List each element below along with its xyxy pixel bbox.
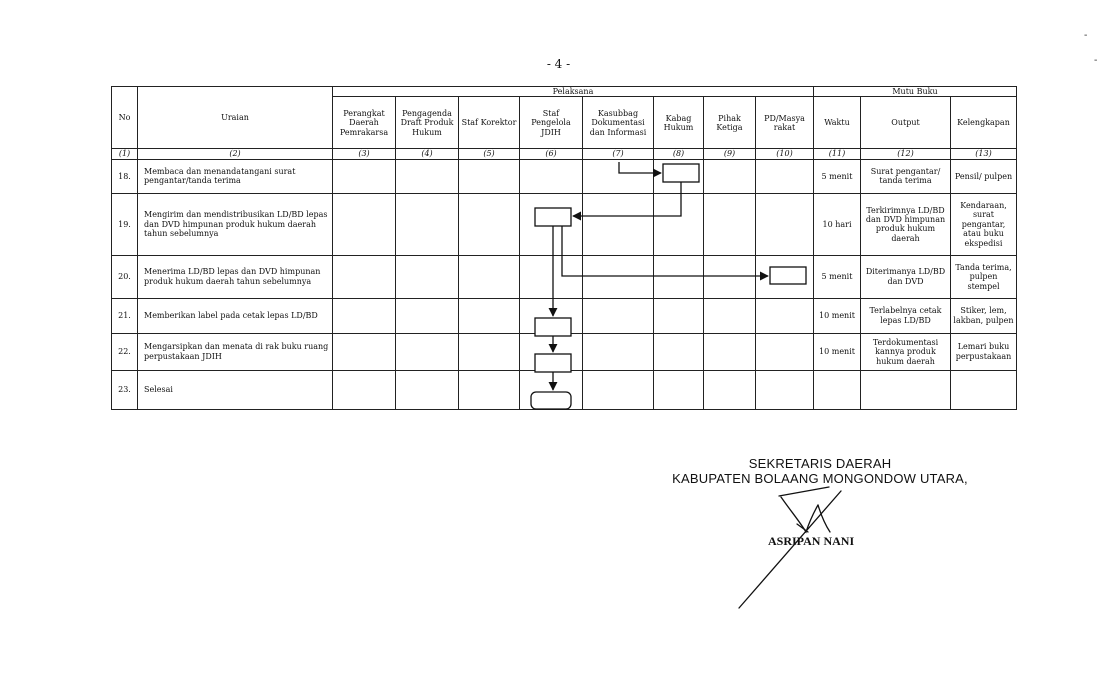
row-number: 19. <box>111 192 138 256</box>
table-row: 20. Menerima LD/BD lepas dan DVD himpuna… <box>111 254 1017 299</box>
col-index: (1) <box>111 148 138 160</box>
table-row: 21. Memberikan label pada cetak lepas LD… <box>111 297 1017 334</box>
row-time: 10 menit <box>813 332 861 371</box>
row-output <box>860 369 951 410</box>
col-index: (7) <box>582 148 654 160</box>
row-number: 21. <box>111 297 138 334</box>
col-header: Pihak Ketiga <box>703 96 756 150</box>
row-output: Surat pengantar/ tanda terima <box>860 158 951 194</box>
row-equipment: Pensil/ pulpen <box>950 158 1017 194</box>
table-row: 18. Membaca dan menandatangani surat pen… <box>111 158 1017 194</box>
col-index: (12) <box>860 148 951 160</box>
col-index: (9) <box>703 148 756 160</box>
corner-mark: - <box>1084 30 1088 41</box>
col-header: Staf Korektor <box>458 96 520 150</box>
table-row: 19. Mengirim dan mendistribusikan LD/BD … <box>111 192 1017 256</box>
group-header-mutu-buku: Mutu Buku <box>813 85 1017 98</box>
col-index: (4) <box>395 148 459 160</box>
signature-title: SEKRETARIS DAERAH <box>748 456 892 471</box>
row-equipment: Stiker, lem, lakban, pulpen <box>950 297 1017 334</box>
col-header: PD/Masya rakat <box>755 96 814 150</box>
row-number: 22. <box>111 332 138 371</box>
signatory-name: ASRIPAN NANI <box>768 534 855 548</box>
col-index: (6) <box>519 148 583 160</box>
row-equipment: Tanda terima, pulpen stempel <box>950 254 1017 299</box>
signature-institution: KABUPATEN BOLAANG MONGONDOW UTARA, <box>672 471 968 486</box>
row-output: Terlabelnya cetak lepas LD/BD <box>860 297 951 334</box>
col-index: (13) <box>950 148 1017 160</box>
row-time: 5 menit <box>813 254 861 299</box>
table-row: 22. Mengarsipkan dan menata di rak buku … <box>111 332 1017 371</box>
row-equipment <box>950 369 1017 410</box>
col-header-uraian: Uraian <box>137 85 333 150</box>
col-header: Staf Pengelola JDIH <box>519 96 583 150</box>
col-header: Output <box>860 96 951 150</box>
row-equipment: Kendaraan, surat pengantar, atau buku ek… <box>950 192 1017 256</box>
col-header-no: No <box>111 85 138 150</box>
table-row: 23. Selesai <box>111 369 1017 410</box>
row-description: Mengirim dan mendistribusikan LD/BD lepa… <box>137 192 333 256</box>
sop-table: No Uraian Pelaksana Mutu Buku Perangkat … <box>111 85 1017 410</box>
col-header: Pengagenda Draft Produk Hukum <box>395 96 459 150</box>
group-header-pelaksana: Pelaksana <box>332 85 814 98</box>
col-header: Kasubbag Dokumentasi dan Informasi <box>582 96 654 150</box>
row-description: Selesai <box>137 369 333 410</box>
row-output: Diterimanya LD/BD dan DVD <box>860 254 951 299</box>
row-output: Terdokumentasi kannya produk hukum daera… <box>860 332 951 371</box>
col-header: Perangkat Daerah Pemrakarsa <box>332 96 396 150</box>
col-index: (3) <box>332 148 396 160</box>
col-index: (5) <box>458 148 520 160</box>
row-output: Terkirimnya LD/BD dan DVD himpunan produ… <box>860 192 951 256</box>
row-equipment: Lemari buku perpustakaan <box>950 332 1017 371</box>
col-index: (10) <box>755 148 814 160</box>
row-description: Mengarsipkan dan menata di rak buku ruan… <box>137 332 333 371</box>
col-index: (11) <box>813 148 861 160</box>
col-index: (2) <box>137 148 333 160</box>
row-time <box>813 369 861 410</box>
row-time: 10 hari <box>813 192 861 256</box>
row-time: 5 menit <box>813 158 861 194</box>
row-time: 10 menit <box>813 297 861 334</box>
row-number: 20. <box>111 254 138 299</box>
corner-mark: - <box>1094 55 1098 66</box>
row-description: Membaca dan menandatangani surat pengant… <box>137 158 333 194</box>
col-index: (8) <box>653 148 704 160</box>
row-number: 18. <box>111 158 138 194</box>
col-header: Waktu <box>813 96 861 150</box>
col-header: Kelengkapan <box>950 96 1017 150</box>
row-number: 23. <box>111 369 138 410</box>
row-description: Menerima LD/BD lepas dan DVD himpunan pr… <box>137 254 333 299</box>
col-header: Kabag Hukum <box>653 96 704 150</box>
page-number: - 4 - <box>546 57 571 71</box>
row-description: Memberikan label pada cetak lepas LD/BD <box>137 297 333 334</box>
